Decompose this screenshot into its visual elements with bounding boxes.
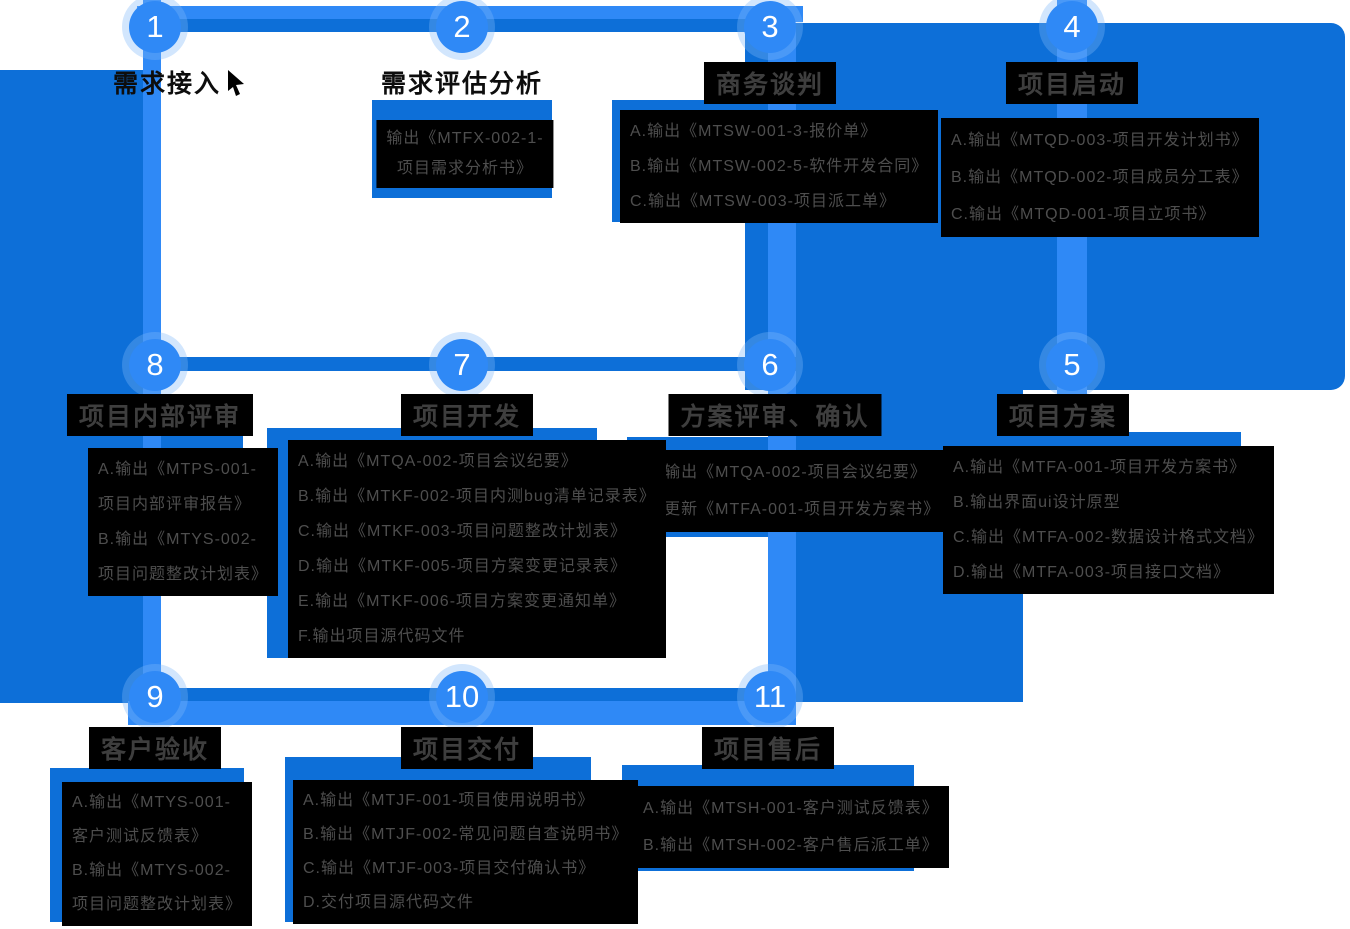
output-line: C.输出《MTFA-002-数据设计格式文档》 [953, 529, 1265, 546]
step-3-badge: 3 [744, 1, 796, 53]
step-2-title: 需求评估分析 [380, 70, 544, 98]
step-3-title: 商务谈判 [703, 62, 837, 104]
output-line: A.输出《MTFA-001-项目开发方案书》 [953, 459, 1247, 476]
step-5-badge: 5 [1046, 339, 1098, 391]
output-line: B.输出《MTSW-002-5-软件开发合同》 [630, 158, 929, 175]
output-line: C.输出《MTJF-003-项目交付确认书》 [303, 860, 596, 877]
output-line: 项目问题整改计划表》 [98, 566, 269, 583]
output-line: C.输出《MTQD-001-项目立项书》 [951, 206, 1216, 223]
step-9-output-box: A.输出《MTYS-001- 客户测试反馈表》 B.输出《MTYS-002- 项… [62, 782, 253, 926]
output-line: D.输出《MTKF-005-项目方案变更记录表》 [298, 558, 627, 575]
connector-middle-dark [155, 357, 1072, 371]
step-6-output-box: A.输出《MTQA-002-项目会议纪要》 B.更新《MTFA-001-项目开发… [637, 450, 951, 532]
step-4-output-box: A.输出《MTQD-003-项目开发计划书》 B.输出《MTQD-002-项目成… [941, 118, 1259, 237]
output-line: C.输出《MTKF-003-项目问题整改计划表》 [298, 523, 627, 540]
step-9-badge: 9 [129, 671, 181, 723]
step-5-output-box: A.输出《MTFA-001-项目开发方案书》 B.输出界面ui设计原型 C.输出… [943, 446, 1275, 594]
step-1-badge: 1 [129, 1, 181, 53]
step-10-output-box: A.输出《MTJF-001-项目使用说明书》 B.输出《MTJF-002-常见问… [293, 780, 639, 924]
step-2-badge: 2 [436, 1, 488, 53]
output-line: B.更新《MTFA-001-项目开发方案书》 [647, 501, 941, 518]
output-line: B.输出《MTSH-002-客户售后派工单》 [643, 837, 939, 854]
output-line: 项目内部评审报告》 [98, 496, 252, 513]
step-9-title: 客户验收 [88, 727, 222, 769]
output-line: D.输出《MTFA-003-项目接口文档》 [953, 564, 1231, 581]
output-line: A.输出《MTJF-001-项目使用说明书》 [303, 792, 595, 809]
step-2-output-box: 输出《MTFX-002-1- 项目需求分析书》 [376, 120, 554, 188]
output-line: 项目问题整改计划表》 [72, 896, 243, 913]
step-10-badge: 10 [436, 671, 488, 723]
step-11-badge: 11 [744, 671, 796, 723]
output-line: A.输出《MTQD-003-项目开发计划书》 [951, 132, 1249, 149]
step-10-title: 项目交付 [400, 727, 534, 769]
step-6-badge: 6 [744, 339, 796, 391]
output-line: A.输出《MTPS-001- [98, 461, 257, 478]
mouse-cursor-icon [228, 70, 244, 96]
step-4-badge: 4 [1046, 1, 1098, 53]
output-line: B.输出界面ui设计原型 [953, 494, 1121, 511]
step-3-output-box: A.输出《MTSW-001-3-报价单》 B.输出《MTSW-002-5-软件开… [620, 110, 939, 223]
step-7-badge: 7 [436, 339, 488, 391]
output-line: C.输出《MTSW-003-项目派工单》 [630, 193, 896, 210]
output-line: A.输出《MTYS-001- [72, 794, 231, 811]
output-line: A.输出《MTSH-001-客户测试反馈表》 [643, 800, 939, 817]
output-line: 客户测试反馈表》 [72, 828, 209, 845]
output-line: F.输出项目源代码文件 [298, 628, 466, 645]
output-line: E.输出《MTKF-006-项目方案变更通知单》 [298, 593, 627, 610]
step-6-title: 方案评审、确认 [668, 394, 882, 436]
step-8-output-box: A.输出《MTPS-001- 项目内部评审报告》 B.输出《MTYS-002- … [88, 448, 279, 596]
output-line: B.输出《MTYS-002- [98, 531, 257, 548]
output-line: A.输出《MTSW-001-3-报价单》 [630, 123, 878, 140]
output-line: 项目需求分析书》 [396, 160, 534, 177]
panel-left-tall [0, 70, 143, 703]
step-5-title: 项目方案 [996, 394, 1130, 436]
output-line: A.输出《MTQA-002-项目会议纪要》 [647, 464, 927, 481]
output-line: B.输出《MTKF-002-项目内测bug清单记录表》 [298, 488, 656, 505]
step-7-title: 项目开发 [400, 394, 534, 436]
step-11-output-box: A.输出《MTSH-001-客户测试反馈表》 B.输出《MTSH-002-客户售… [633, 786, 949, 868]
step-4-title: 项目启动 [1005, 62, 1139, 104]
step-7-output-box: A.输出《MTQA-002-项目会议纪要》 B.输出《MTKF-002-项目内测… [288, 440, 666, 658]
output-line: D.交付项目源代码文件 [303, 894, 475, 911]
output-line: A.输出《MTQA-002-项目会议纪要》 [298, 453, 578, 470]
step-1-title: 需求接入 [112, 70, 222, 98]
output-line: B.输出《MTYS-002- [72, 862, 231, 879]
output-line: B.输出《MTQD-002-项目成员分工表》 [951, 169, 1249, 186]
output-line: 输出《MTFX-002-1- [386, 130, 544, 147]
step-8-badge: 8 [129, 339, 181, 391]
output-line: B.输出《MTJF-002-常见问题自查说明书》 [303, 826, 629, 843]
step-11-title: 项目售后 [701, 727, 835, 769]
step-8-title: 项目内部评审 [66, 394, 254, 436]
